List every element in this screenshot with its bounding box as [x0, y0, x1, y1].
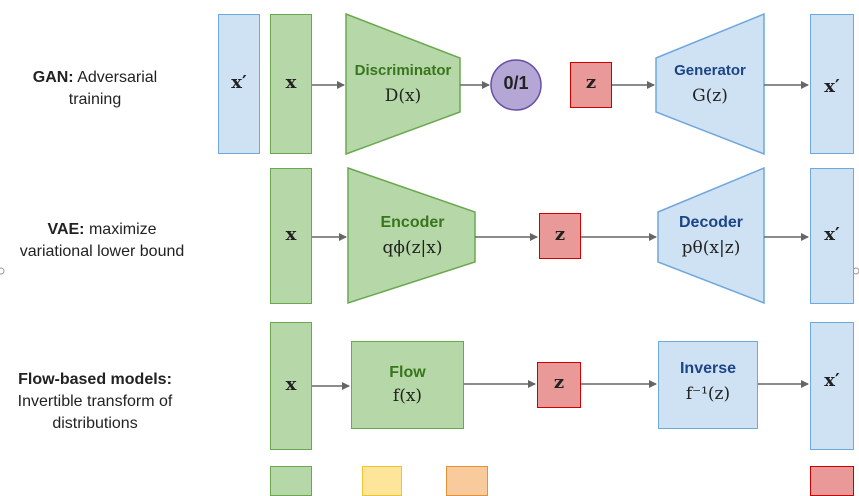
binary-output-circle: [490, 59, 542, 111]
decoder-trapezoid: [657, 166, 765, 305]
vae-xprime-output-box: [810, 168, 854, 304]
flow-xprime-output-box: [810, 322, 854, 450]
inverse-formula: f⁻¹(z): [685, 384, 731, 404]
bottom-row-orange-box: [446, 466, 488, 496]
flow-x-label: x: [285, 374, 297, 395]
vae-z-box: [539, 213, 581, 259]
gan-xprime-input-box: [218, 14, 260, 154]
flow-x-box: [270, 322, 312, 450]
vae-x-box: [270, 168, 312, 304]
flow-row-label: Flow-based models: Invertible transform …: [0, 369, 190, 435]
gan-z-box: [570, 62, 612, 108]
vae-label-rest: maximize: [84, 221, 157, 238]
gan-x-label: x: [285, 72, 297, 93]
flow-label-line2: Invertible transform of: [17, 393, 173, 410]
discriminator-formula: D(x): [384, 86, 422, 106]
gan-label-bold: GAN:: [32, 69, 74, 86]
bottom-row-yellow-box: [362, 466, 402, 496]
encoder-trapezoid: [347, 166, 476, 305]
encoder-formula: qϕ(z|x): [382, 238, 443, 258]
flow-z-label: z: [553, 372, 565, 393]
flow-box: [351, 341, 464, 429]
decoder-name: Decoder: [678, 214, 744, 231]
gan-xprime-output-label: x′: [824, 76, 840, 97]
gan-row-label: GAN: Adversarial training: [0, 67, 190, 111]
vae-z-label: z: [554, 224, 566, 245]
generator-formula: G(z): [692, 86, 728, 106]
bottom-row-x-box: [270, 466, 312, 496]
flow-xprime-output-label: x′: [824, 370, 840, 391]
flow-label-bold: Flow-based models:: [18, 371, 172, 388]
left-connector-dot: [0, 267, 5, 275]
inverse-name: Inverse: [679, 360, 737, 377]
discriminator-name: Discriminator: [354, 62, 452, 79]
gan-z-label: z: [585, 72, 597, 93]
vae-label-bold: VAE:: [47, 221, 85, 238]
gan-xprime-output-box: [810, 14, 854, 154]
generator-name: Generator: [674, 62, 746, 79]
vae-x-label: x: [285, 224, 297, 245]
vae-label-line2: variational lower bound: [19, 243, 185, 260]
flow-label-line3: distributions: [52, 415, 138, 432]
vae-row-label: VAE: maximize variational lower bound: [0, 219, 204, 263]
inverse-box: [658, 341, 758, 429]
gan-label-line2: training: [68, 91, 122, 108]
flow-z-box: [537, 362, 581, 408]
decoder-formula: pθ(x|z): [681, 238, 741, 258]
generator-trapezoid: [655, 12, 765, 156]
vae-xprime-output-label: x′: [824, 224, 840, 245]
gan-label-rest: Adversarial: [73, 69, 158, 86]
gan-x-box: [270, 14, 312, 154]
discriminator-trapezoid: [345, 12, 461, 156]
encoder-name: Encoder: [380, 214, 445, 231]
gan-xprime-input-label: x′: [231, 72, 247, 93]
flow-formula: f(x): [392, 386, 423, 406]
flow-name: Flow: [389, 364, 426, 381]
binary-output-label: 0/1: [503, 73, 529, 93]
